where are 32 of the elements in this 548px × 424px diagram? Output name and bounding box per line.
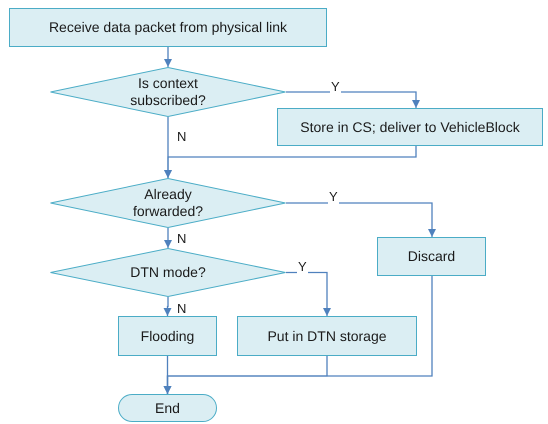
arrow [164,146,417,178]
process-box [118,316,217,356]
arrow [164,47,172,67]
process-box [277,108,543,146]
node-text: End [155,400,180,416]
node-text: Receive data packet from physical link [48,19,288,36]
edge-label: N [176,232,188,246]
edge-label: N [176,130,188,144]
node-text: Store in CS; deliver to VehicleBlock [300,118,520,136]
edge-label: N [176,302,188,316]
node-text: Discard [408,248,456,265]
arrow [164,276,433,394]
decision-diamond [50,178,286,228]
node-text: Put in DTN storage [267,328,387,344]
node-text: Is context subscribed? [129,75,207,109]
node-text: DTN mode? [129,264,207,281]
arrow [164,297,172,316]
terminal-box [118,394,217,422]
edge-label: Y [328,190,339,204]
edge-label: Y [330,80,341,94]
arrow [286,202,436,237]
node-text: Already forwarded? [132,186,204,220]
decision-diamond [50,67,286,117]
decision-diamond [50,248,286,297]
arrow [286,272,331,316]
process-box [237,316,417,356]
process-box [377,237,486,276]
process-box [9,8,327,47]
arrow [164,228,172,248]
edge-label: Y [297,260,308,274]
node-text: Flooding [140,328,194,344]
arrow [286,91,420,108]
